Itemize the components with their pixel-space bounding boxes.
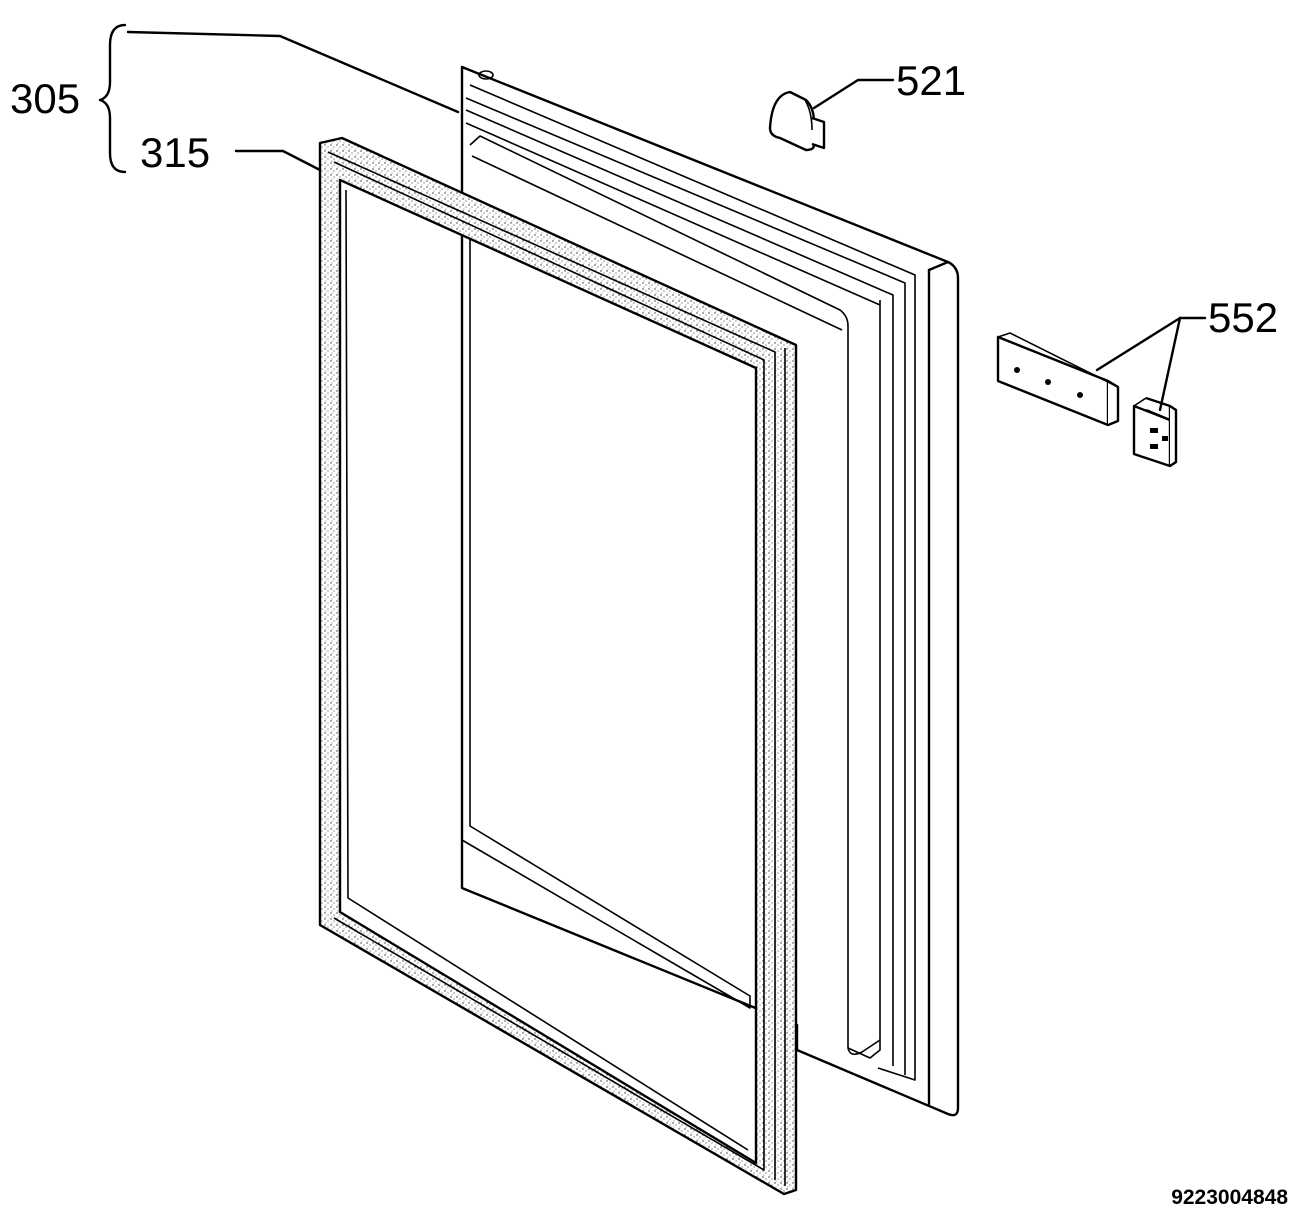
callout-521: 521 [896, 57, 966, 104]
handle-cap-part [768, 90, 826, 152]
callout-305: 305 [10, 75, 80, 122]
door-panel [460, 65, 960, 1117]
leader-305 [126, 30, 460, 114]
diagram-code: 9223004848 [1171, 1186, 1288, 1209]
callout-552: 552 [1208, 294, 1278, 341]
door-gasket [318, 136, 798, 1196]
callout-315: 315 [140, 129, 210, 176]
leader-315 [234, 149, 322, 172]
leader-552-b [1158, 316, 1182, 412]
hinge-plate-part [996, 332, 1120, 427]
assembly-brace [98, 23, 127, 174]
leader-552-a [1095, 316, 1182, 372]
hinge-bracket-part [1132, 396, 1178, 468]
leader-lines [126, 30, 1207, 412]
leader-521 [812, 78, 895, 110]
